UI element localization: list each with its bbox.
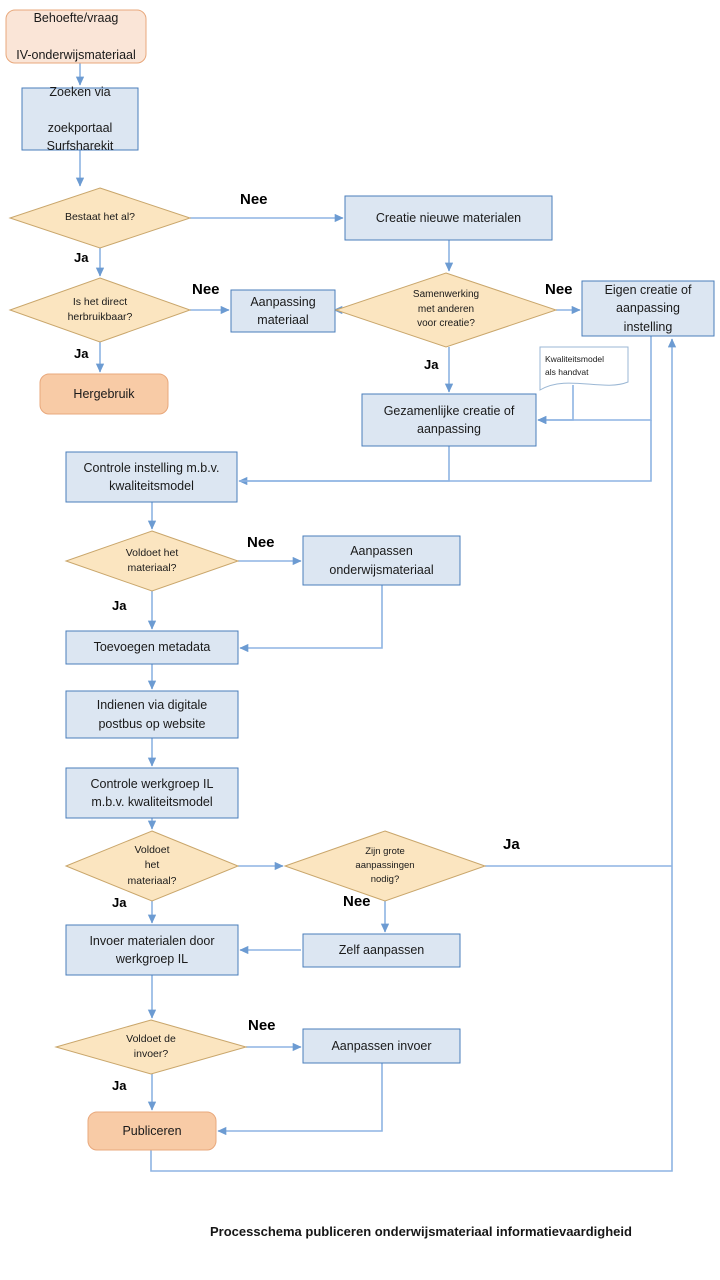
- node-shape-gezamenlijke[interactable]: [361, 393, 537, 447]
- node-shape-aanpassen_inv[interactable]: [302, 1028, 461, 1064]
- edge-label-ja1: Ja: [74, 250, 89, 265]
- edge-label-nee2: Nee: [192, 281, 220, 298]
- node-shape-aanpassen_om[interactable]: [302, 535, 461, 586]
- node-shape-publiceren[interactable]: [87, 1111, 217, 1151]
- node-shape-ctrl_wg[interactable]: [65, 767, 239, 819]
- node-shape-eigen[interactable]: [581, 280, 715, 337]
- node-shape-kwaliteit[interactable]: [539, 346, 629, 391]
- connector-aanpinv-to-publiceren: [217, 1063, 383, 1136]
- connector-gezamenlijke-to-ctrl: [238, 446, 450, 486]
- node-shape-start[interactable]: [5, 9, 147, 64]
- shape-layer: [5, 9, 715, 1151]
- edge-label-ja6: Ja: [112, 895, 127, 910]
- edge-label-ja4: Ja: [112, 598, 127, 613]
- node-shape-direct[interactable]: [8, 277, 192, 343]
- node-shape-ctrl_inst[interactable]: [65, 451, 238, 503]
- node-shape-bestaat[interactable]: [8, 187, 192, 249]
- node-shape-indienen[interactable]: [65, 690, 239, 739]
- node-shape-zijngrote[interactable]: [283, 830, 487, 902]
- connector-eigen-down-ctrl: [239, 420, 652, 482]
- edge-label-ja7: Ja: [112, 1078, 127, 1093]
- node-shape-voldoet2[interactable]: [64, 830, 240, 902]
- edge-label-ja5: Ja: [503, 836, 520, 853]
- node-shape-zelf[interactable]: [302, 933, 461, 968]
- node-shape-metadata[interactable]: [65, 630, 239, 665]
- node-shape-aanpassing[interactable]: [230, 289, 336, 333]
- edge-label-nee4: Nee: [247, 534, 275, 551]
- connector-layer: [75, 63, 677, 1172]
- node-shape-voldoet_inv[interactable]: [54, 1019, 248, 1075]
- edge-label-nee3: Nee: [545, 281, 573, 298]
- edge-label-ja2: Ja: [74, 346, 89, 361]
- connector-note-to-gezamenlijke: [537, 385, 574, 425]
- edge-label-nee6: Nee: [248, 1017, 276, 1034]
- connector-aanpassen-om-to-meta: [239, 585, 383, 653]
- node-shape-samenwerking[interactable]: [334, 272, 558, 348]
- diagram-caption: Processchema publiceren onderwijsmateria…: [210, 1224, 632, 1239]
- node-shape-creatie[interactable]: [344, 195, 553, 241]
- connector-publiceren-loop: [150, 866, 673, 1172]
- node-shape-hergebruik[interactable]: [39, 373, 169, 415]
- node-shape-voldoet1[interactable]: [64, 530, 240, 592]
- node-shape-invoer[interactable]: [65, 924, 239, 976]
- edge-label-ja3: Ja: [424, 357, 439, 372]
- edge-label-nee1: Nee: [240, 191, 268, 208]
- edge-label-nee5: Nee: [343, 893, 371, 910]
- node-shape-zoeken[interactable]: [21, 87, 139, 151]
